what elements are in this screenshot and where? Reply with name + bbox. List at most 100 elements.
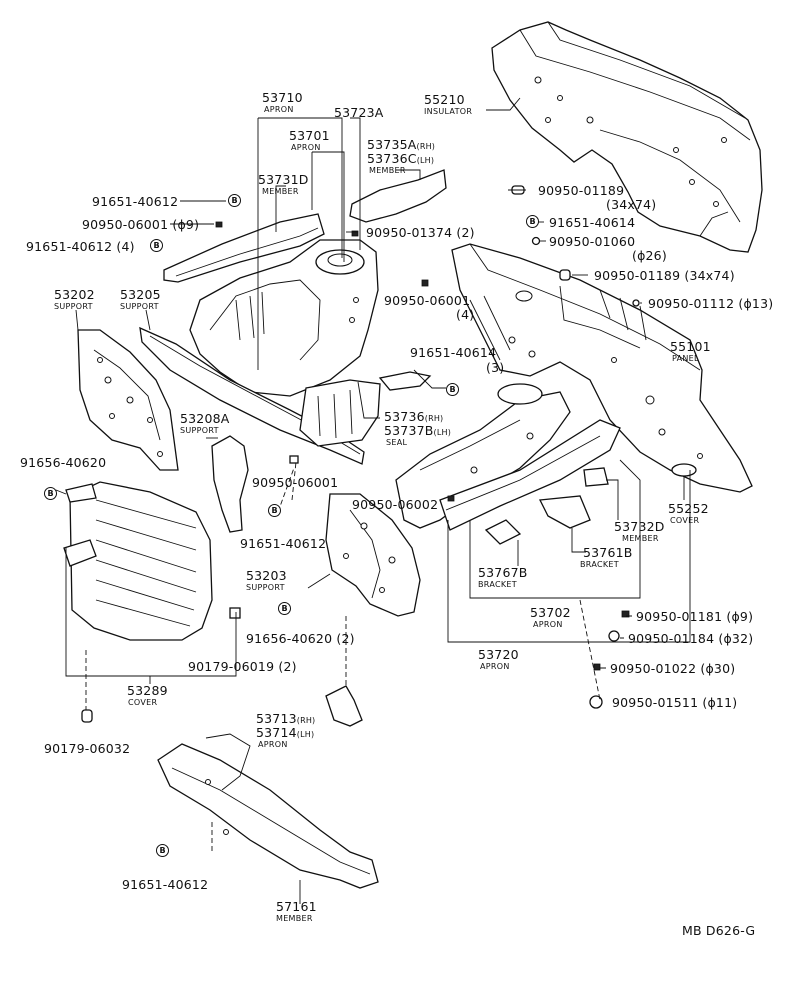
cover-small-part — [671, 463, 697, 477]
fastener-label: (3) — [486, 360, 505, 375]
apron-front-part — [395, 383, 621, 531]
support-small-part — [211, 435, 249, 533]
bracket-part — [538, 495, 591, 529]
support-left-part — [77, 329, 179, 471]
fastener-label: 91651-40612 — [92, 194, 179, 209]
part-name-53732d: MEMBER — [622, 534, 659, 543]
part-number-53202: 53202 — [54, 287, 95, 302]
fastener-label: 91651-40612 (4) — [26, 239, 135, 254]
part-name-53205: SUPPORT — [120, 302, 159, 311]
fastener-label: 90950-01189 — [538, 183, 625, 198]
part-number-53205: 53205 — [120, 287, 161, 302]
part-number-57161: 57161 — [276, 899, 317, 914]
bolt-symbol: B — [268, 504, 281, 517]
part-name-53208a: SUPPORT — [180, 426, 219, 435]
bolt-symbol: B — [150, 239, 163, 252]
member-part — [349, 169, 447, 223]
fastener-label: 91651-40612 — [240, 536, 327, 551]
part-name-53731d: MEMBER — [262, 187, 299, 196]
member-long-part — [163, 213, 325, 283]
fastener-label: 90950-06002 — [352, 497, 439, 512]
bolt-symbol: B — [156, 844, 169, 857]
part-name-53713: APRON — [258, 740, 288, 749]
bolt-symbol: B — [526, 215, 539, 228]
leader-lines — [55, 97, 691, 904]
fastener-label: 91651-40614 — [410, 345, 497, 360]
part-number-53732d: 53732D — [614, 519, 665, 534]
fastener-label: 90950-01022 (ϕ30) — [610, 661, 736, 676]
fastener-label: 90950-01511 (ϕ11) — [612, 695, 738, 710]
part-number-55252: 55252 — [668, 501, 709, 516]
part-name-53767b: BRACKET — [478, 580, 517, 589]
fastener-label: 90950-01189 (34x74) — [594, 268, 735, 283]
fastener-label: 90950-01112 (ϕ13) — [648, 296, 774, 311]
fastener-label: 91656-40620 — [20, 455, 107, 470]
part-name-55252: COVER — [670, 516, 700, 525]
part-number-53208a: 53208A — [180, 411, 230, 426]
fastener-label: 90950-06001 — [252, 475, 339, 490]
part-number-53737b: 53737B(LH) — [384, 423, 452, 438]
support-mid-part — [325, 493, 421, 617]
part-name-53202: SUPPORT — [54, 302, 93, 311]
part-name-55210: INSULATOR — [424, 107, 473, 116]
part-number-53289: 53289 — [127, 683, 168, 698]
fastener-label: (ϕ26) — [632, 248, 667, 263]
fastener-label: (4) — [456, 307, 475, 322]
part-number-53702: 53702 — [530, 605, 571, 620]
fastener-label: 90950-01181 (ϕ9) — [636, 609, 754, 624]
part-number-53720: 53720 — [478, 647, 519, 662]
part-name-55101: PANEL — [672, 354, 699, 363]
part-number-53735a: 53735A(RH) — [367, 137, 436, 152]
fastener-label: 90950-06001 — [384, 293, 471, 308]
part-name-53710: APRON — [264, 105, 294, 114]
part-name-53701: APRON — [291, 143, 321, 152]
part-number-53723a: 53723A — [334, 105, 384, 120]
part-number-53736: 53736(RH) — [384, 409, 444, 424]
bolt-symbol: B — [228, 194, 241, 207]
part-number-53714: 53714(LH) — [256, 725, 315, 740]
part-name-53735: MEMBER — [369, 166, 406, 175]
fastener-label: 90950-01184 (ϕ32) — [628, 631, 754, 646]
part-number-55210: 55210 — [424, 92, 465, 107]
part-name-53720: APRON — [480, 662, 510, 671]
part-name-57161: MEMBER — [276, 914, 313, 923]
part-name-53203: SUPPORT — [246, 583, 285, 592]
part-name-53761b: BRACKET — [580, 560, 619, 569]
insulator-part — [491, 21, 763, 253]
fastener-label: 90950-01374 (2) — [366, 225, 475, 240]
fastener-label: 91651-40614 — [549, 215, 636, 230]
fastener-label: 90950-01060 — [549, 234, 636, 249]
part-number-53731d: 53731D — [258, 172, 309, 187]
part-number-53736c: 53736C(LH) — [367, 151, 435, 166]
fastener-label: 90179-06019 (2) — [188, 659, 297, 674]
bracket-part — [583, 467, 609, 487]
crossmember-part — [157, 733, 379, 889]
fastener-marks — [81, 185, 640, 723]
part-number-53761b: 53761B — [583, 545, 633, 560]
dashed-leaders — [85, 461, 601, 852]
part-number-53701: 53701 — [289, 128, 330, 143]
part-number-53767b: 53767B — [478, 565, 528, 580]
panel-part — [451, 243, 753, 493]
part-name-53702: APRON — [533, 620, 563, 629]
bolt-symbol: B — [278, 602, 291, 615]
apron-part — [189, 239, 379, 397]
fastener-label: 90179-06032 — [44, 741, 131, 756]
fastener-label: (34x74) — [606, 197, 657, 212]
part-name-53736: SEAL — [386, 438, 408, 447]
fastener-label: 90950-06001 (ϕ9) — [82, 217, 200, 232]
cover-part — [63, 481, 213, 641]
fastener-label: 91656-40620 (2) — [246, 631, 355, 646]
bolt-symbol: B — [44, 487, 57, 500]
part-number-53710: 53710 — [262, 90, 303, 105]
diagram-code: MB D626-G — [682, 923, 756, 938]
apron-small-part — [325, 685, 363, 727]
bolt-symbol: B — [446, 383, 459, 396]
fastener-label: 91651-40612 — [122, 877, 209, 892]
part-name-53289: COVER — [128, 698, 158, 707]
part-number-53203: 53203 — [246, 568, 287, 583]
bracket-part — [484, 519, 522, 545]
part-number-55101: 55101 — [670, 339, 711, 354]
